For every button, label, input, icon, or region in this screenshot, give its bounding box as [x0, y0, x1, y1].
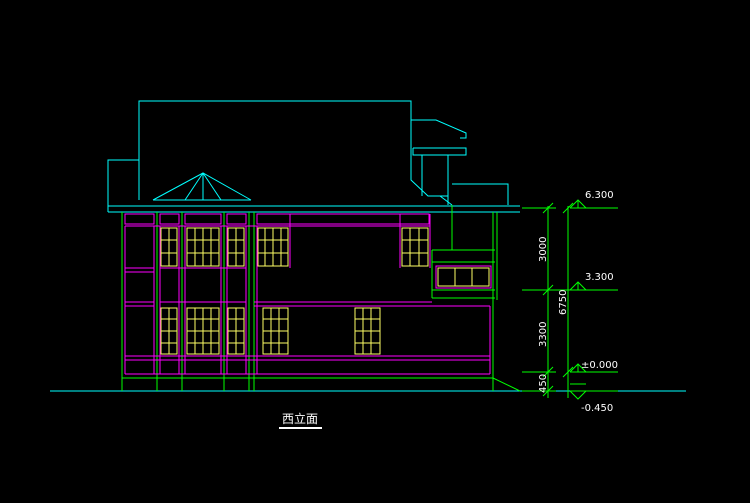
elev-mark-1: 6.300: [585, 190, 614, 201]
wall-panels: [124, 213, 492, 375]
dim-total: 6750: [558, 290, 569, 315]
window-lower-3: [227, 307, 245, 355]
window-upper-4: [257, 227, 289, 267]
dim-upper-floor: 3000: [538, 237, 549, 262]
elev-mark-3: ±0.000: [581, 360, 618, 371]
dim-lower-floor: 3300: [538, 322, 549, 347]
structural-frame: [121, 205, 521, 392]
elev-mark-4: -0.450: [581, 403, 613, 414]
drawing-title: 西立面: [282, 411, 318, 426]
dim-plinth: 450: [538, 374, 549, 393]
window-lower-5: [354, 307, 381, 355]
window-lower-4: [262, 307, 289, 355]
window-upper-5: [401, 227, 429, 267]
elev-mark-2: 3.300: [585, 272, 614, 283]
window-lower-1: [160, 307, 178, 355]
window-upper-3: [227, 227, 245, 267]
dimension-lines: [522, 199, 618, 400]
window-upper-1: [160, 227, 178, 267]
window-upper-2: [186, 227, 220, 267]
roof: [107, 100, 520, 213]
windows: [160, 227, 490, 355]
window-lower-2: [186, 307, 220, 355]
window-balcony: [437, 267, 490, 287]
